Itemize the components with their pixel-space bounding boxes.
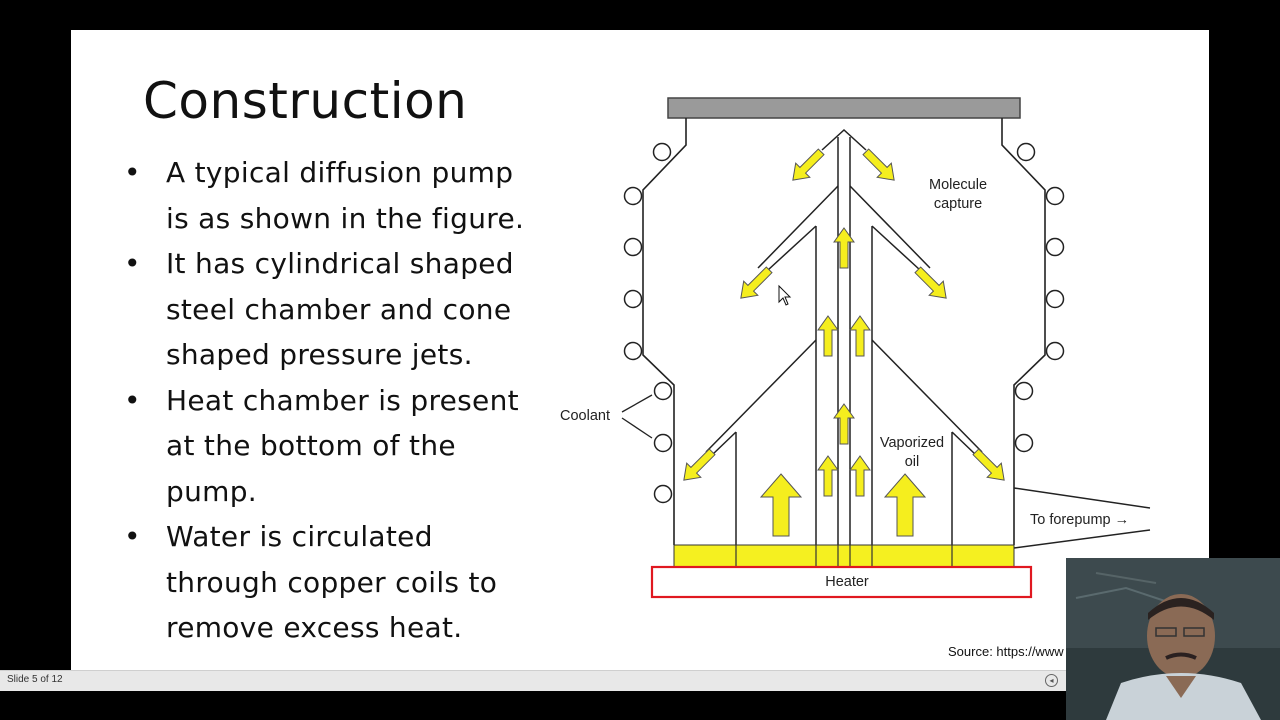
source-citation: Source: https://www (948, 644, 1064, 659)
bullet-glyph: • (124, 520, 141, 553)
coolant-pointer (621, 394, 653, 439)
label-coolant: Coolant (560, 408, 610, 424)
status-bar: Slide 5 of 12 ◂ (0, 670, 1280, 691)
bullet-line: through copper coils to (166, 565, 498, 599)
bullet-line: A typical diffusion pump (166, 156, 514, 189)
bullet-glyph: • (124, 247, 141, 280)
bullet-item: • It has cylindrical shaped steel chamber … (121, 241, 561, 378)
bullet-item: • Heat chamber is present at the bottom of… (121, 378, 561, 515)
bullet-line: steel chamber and cone (166, 292, 512, 326)
bullet-item: • A typical diffusion pump is as shown in … (121, 150, 561, 241)
chamber-wall-left (642, 118, 687, 545)
label-heater: Heater (825, 574, 869, 590)
label-molecule-capture: Molecule (929, 177, 987, 193)
vaporized-oil-pool (673, 544, 1015, 568)
bullet-line: is as shown in the figure. (166, 201, 525, 235)
label-forepump: To forepump → (1030, 512, 1129, 528)
presenter-video (1066, 558, 1280, 720)
label-molecule-capture: capture (934, 196, 982, 212)
bullet-glyph: • (124, 383, 141, 417)
bullet-line: It has cylindrical shaped (166, 247, 514, 280)
presenter-webcam (1066, 558, 1280, 720)
bullet-line: Water is circulated (166, 520, 433, 553)
label-vaporized-oil: Vaporized (880, 435, 944, 451)
vapor-arrows-up (760, 227, 926, 537)
bullet-glyph: • (124, 156, 141, 189)
label-vaporized-oil: oil (905, 454, 920, 470)
bullet-item: • Water is circulated through copper coils… (121, 514, 561, 651)
forepump-outlet (1013, 487, 1151, 549)
heater (650, 565, 1033, 599)
slide-count: Slide 5 of 12 (7, 674, 63, 685)
bullet-line: remove excess heat. (166, 611, 463, 644)
slide-title: Construction (143, 72, 468, 130)
slideshow-nav-icon[interactable]: ◂ (1045, 674, 1058, 687)
bullet-line: Heat chamber is present (166, 383, 519, 417)
slide-canvas: Construction • A typical diffusion pump is… (71, 30, 1209, 670)
mouse-cursor-icon (778, 284, 792, 306)
jet-assembly (705, 128, 983, 545)
bullet-line: shaped pressure jets. (166, 338, 473, 371)
bullet-list: • A typical diffusion pump is as shown in … (121, 150, 561, 651)
coolant-coils (623, 142, 1065, 504)
bullet-line: at the bottom of the (166, 429, 456, 462)
bullet-line: pump. (166, 474, 257, 508)
chamber-wall-right (1001, 118, 1046, 545)
top-plate (667, 97, 1021, 119)
